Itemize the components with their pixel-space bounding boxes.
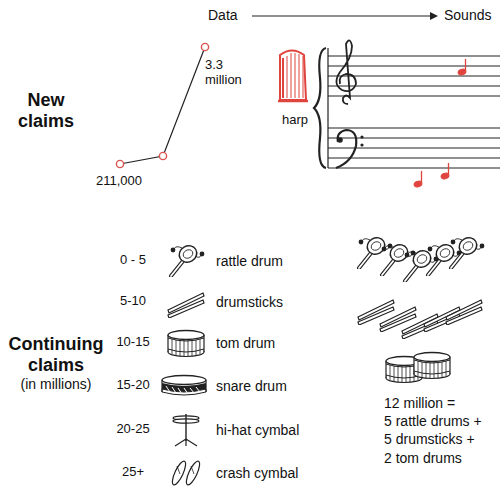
axis-label: Data: [208, 7, 238, 23]
axis-label: Sounds: [444, 7, 491, 23]
row-heading: Continuing claims: [2, 334, 110, 375]
instrument-name: snare drum: [216, 378, 287, 394]
instrument-name: drumsticks: [216, 294, 283, 310]
grand-staff: [314, 40, 500, 168]
harp-icon: [278, 51, 308, 102]
data-arrow: [252, 12, 438, 20]
range-label: 5-10: [110, 294, 156, 309]
sound-composition: [358, 235, 484, 383]
sum-note: 12 million =5 rattle drums +5 drumsticks…: [384, 394, 482, 467]
line-chart: [116, 43, 208, 167]
value-label: 211,000: [96, 174, 142, 189]
row-heading: New claims: [2, 90, 90, 131]
range-label: 15-20: [110, 378, 156, 393]
instrument-name: tom drum: [216, 335, 275, 351]
value-label: 3.3 million: [205, 58, 261, 88]
range-label: 10-15: [110, 335, 156, 350]
unit-note: (in millions): [6, 376, 106, 392]
notes: [413, 59, 466, 188]
range-label: 0 - 5: [110, 253, 156, 268]
instrument-name: hi-hat cymbal: [216, 422, 299, 438]
instrument-icons: [162, 243, 206, 487]
range-label: 20-25: [110, 422, 156, 437]
instrument-name: crash cymbal: [216, 465, 298, 481]
range-label: 25+: [110, 465, 156, 480]
instrument-name: rattle drum: [216, 253, 283, 269]
instrument-name: harp: [282, 113, 308, 128]
